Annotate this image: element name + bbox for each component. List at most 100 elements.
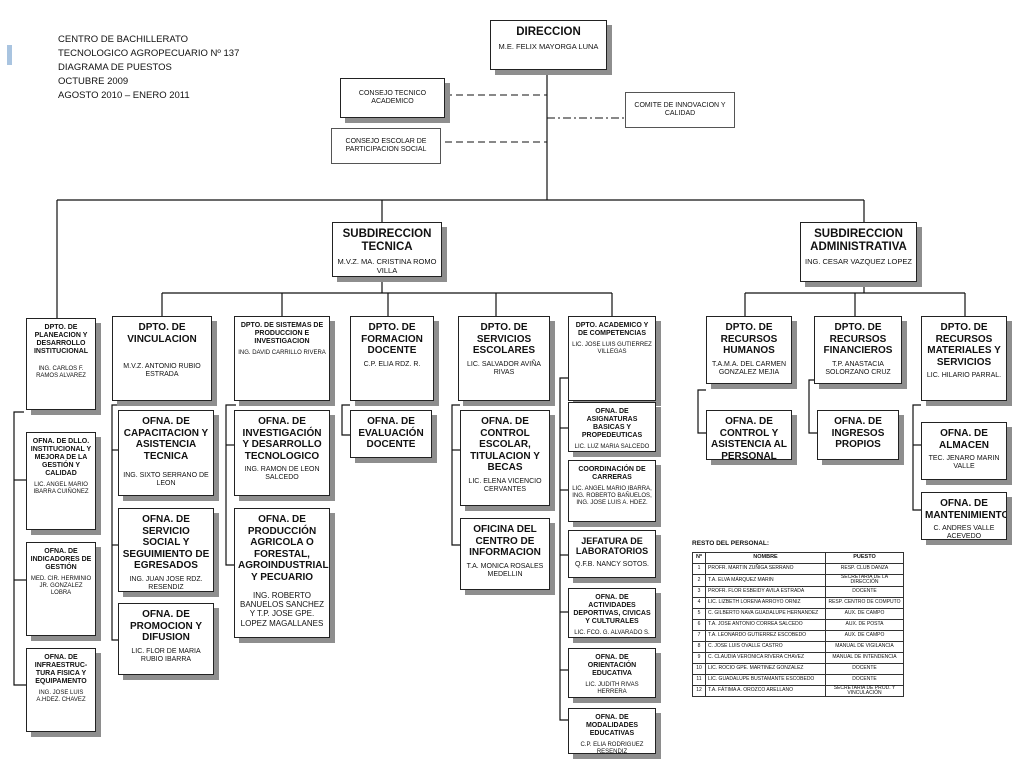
- row-position: AUX. DE CAMPO: [825, 607, 904, 620]
- box-title: OFICINA DEL CENTRO DE INFORMACION: [469, 524, 541, 558]
- box-title: OFNA. DE ASIGNATURAS BASICAS Y PROPEDEUT…: [581, 408, 643, 440]
- row-name: LIC. LIZBETH LORENA ARROYO ORNIZ: [705, 596, 826, 609]
- row-number: 7: [692, 629, 706, 642]
- row-position: SECRETARIA DE PROD. Y VINCULACIÓN: [825, 684, 904, 697]
- box-title: DPTO. DE SISTEMAS DE PRODUCCION E INVEST…: [240, 322, 324, 346]
- table-header-row: Nº NOMBRE PUESTO: [692, 552, 904, 564]
- box-title: OFNA. DE ALMACEN: [939, 428, 989, 451]
- row-number: 1: [692, 563, 706, 575]
- box-title: COORDINACIÓN DE CARRERAS: [578, 466, 646, 482]
- box-name: LIC. ANGEL MARIO IBARRA CUIÑONEZ: [33, 482, 89, 496]
- dept-vinculacion-box: DPTO. DE VINCULACION M.V.Z. ANTONIO RUBI…: [112, 316, 212, 401]
- box-title: OFNA. DE PRODUCCIÓN AGRICOLA O FORESTAL,…: [238, 514, 329, 583]
- box-title: OFNA. DE ACTIVIDADES DEPORTIVAS, CIVICAS…: [573, 594, 651, 626]
- box-name: LIC. FCO. G. ALVARADO S.: [574, 630, 650, 637]
- box-name: LIC. JUDITH RIVAS HERRERA: [585, 682, 639, 696]
- office-box: OFNA. DE ACTIVIDADES DEPORTIVAS, CIVICAS…: [568, 588, 656, 638]
- staff-title: RESTO DEL PERSONAL:: [692, 540, 770, 547]
- box-name: T.P. ANASTACIA SOLORZANO CRUZ: [825, 360, 891, 376]
- box-title: DPTO. ACADEMICO Y DE COMPETENCIAS: [575, 322, 649, 338]
- box-name: MED. CIR. HERMINIO JR. GONZALEZ LOBRA: [30, 576, 92, 596]
- box-title: OFNA. DE MANTENIMIENTO: [925, 498, 1007, 521]
- comite-box: COMITE DE INNOVACION Y CALIDAD: [625, 92, 735, 128]
- row-position: MANUAL DE INTENDENCIA: [825, 651, 904, 664]
- header-line: AGOSTO 2010 – ENERO 2011: [58, 90, 190, 101]
- box-name: ING. CARLOS F. RAMOS ALVAREZ: [36, 366, 86, 380]
- subdireccion-administrativa-box: SUBDIRECCION ADMINISTRATIVA ING. CESAR V…: [800, 222, 917, 282]
- dept-recursos-financieros-box: DPTO. DE RECURSOS FINANCIEROS T.P. ANAST…: [814, 316, 902, 384]
- office-box: OFNA. DE EVALUACIÓN DOCENTE: [350, 410, 432, 458]
- box-name: ING. DAVID CARRILLO RIVERA: [238, 350, 326, 357]
- row-position: SECRETARIA DE LA DIRECCIÓN: [825, 574, 904, 587]
- box-title: SUBDIRECCION TECNICA: [342, 228, 432, 254]
- row-number: 2: [692, 574, 706, 587]
- box-title: OFNA. DE INGRESOS PROPIOS: [831, 416, 885, 450]
- row-name: C. GILBERTO NAVA GUADALUPE HERNANDEZ: [705, 607, 826, 620]
- row-position: MANUAL DE VIGILANCIA: [825, 640, 904, 653]
- box-title: JEFATURA DE LABORATORIOS: [575, 536, 649, 557]
- row-position: RESP. CENTRO DE COMPUTO: [825, 596, 904, 609]
- box-name: LIC. SALVADOR AVIÑA RIVAS: [467, 360, 541, 376]
- dept-recursos-materiales-box: DPTO. DE RECURSOS MATERIALES Y SERVICIOS…: [921, 316, 1007, 401]
- row-name: T.A. JOSE ANTONIO CORREA SALCEDO: [705, 618, 826, 631]
- header-line: TECNOLOGICO AGROPECUARIO Nº 137: [58, 48, 240, 59]
- box-title: DPTO. DE RECURSOS MATERIALES Y SERVICIOS: [927, 322, 1001, 368]
- row-number: 12: [692, 684, 706, 697]
- office-box: OFNA. DE ASIGNATURAS BASICAS Y PROPEDEUT…: [568, 402, 656, 452]
- row-name: LIC. ROCIO GPE. MARTINEZ GONZALEZ: [705, 662, 826, 675]
- box-name: TEC. JENARO MARIN VALLE: [928, 455, 1000, 471]
- row-name: PROFR. MARTIN ZUÑIGA SERRANO: [705, 563, 826, 575]
- box-name: ING. JUAN JOSE RDZ. RESENDIZ: [129, 575, 203, 591]
- dept-sistemas-box: DPTO. DE SISTEMAS DE PRODUCCION E INVEST…: [234, 316, 330, 401]
- box-title: OFNA. DE CAPACITACION Y ASISTENCIA TECNI…: [123, 416, 209, 462]
- column-header: PUESTO: [825, 552, 904, 564]
- office-box: OFNA. DE ALMACEN TEC. JENARO MARIN VALLE: [921, 422, 1007, 480]
- dept-servicios-box: DPTO. DE SERVICIOS ESCOLARES LIC. SALVAD…: [458, 316, 550, 401]
- box-title: OFNA. DE CONTROL Y ASISTENCIA AL PERSONA…: [711, 416, 787, 460]
- row-number: 3: [692, 585, 706, 598]
- box-name: LIC. FLOR DE MARIA RUBIO IBARRA: [131, 647, 201, 663]
- dept-formacion-box: DPTO. DE FORMACION DOCENTE C.P. ELIA RDZ…: [350, 316, 434, 401]
- office-box: OFNA. DE CAPACITACION Y ASISTENCIA TECNI…: [118, 410, 214, 496]
- row-name: C. JOSE LUIS OVALLE CASTRO: [705, 640, 826, 653]
- subdireccion-tecnica-box: SUBDIRECCION TECNICA M.V.Z. MA. CRISTINA…: [332, 222, 442, 277]
- dept-recursos-humanos-box: DPTO. DE RECURSOS HUMANOS T.A.M.A. DEL C…: [706, 316, 792, 384]
- box-name: M.V.Z. MA. CRISTINA ROMO VILLA: [337, 257, 437, 276]
- box-title: OFNA. DE INFRAESTRUC-TURA FISICA Y EQUIP…: [34, 654, 88, 686]
- consejo-tecnico-box: CONSEJO TECNICO ACADEMICO: [340, 78, 445, 118]
- row-number: 8: [692, 640, 706, 653]
- row-number: 5: [692, 607, 706, 620]
- header-line: DIAGRAMA DE PUESTOS: [58, 62, 172, 73]
- box-name: LIC. JOSE LUIS GUTIERREZ VILLEGAS: [572, 342, 652, 355]
- office-box: OFNA. DE ORIENTACIÓN EDUCATIVA LIC. JUDI…: [568, 648, 656, 698]
- box-title: DPTO. DE FORMACION DOCENTE: [361, 322, 423, 356]
- dept-planeacion-box: DPTO. DE PLANEACION Y DESARROLLO INSTITU…: [26, 318, 96, 410]
- office-box: OFNA. DE SERVICIO SOCIAL Y SEGUIMIENTO D…: [118, 508, 214, 592]
- box-name: LIC. HILARIO PARRAL.: [926, 372, 1002, 379]
- row-name: LIC. GUADALUPE BUSTAMANTE ESCOBEDO: [705, 673, 826, 686]
- box-title: OFNA. DE ORIENTACIÓN EDUCATIVA: [587, 654, 637, 678]
- box-title: OFNA. DE DLLO. INSTITUCIONAL Y MEJORA DE…: [30, 438, 92, 478]
- box-title: OFNA. DE EVALUACIÓN DOCENTE: [358, 416, 424, 450]
- row-position: DOCENTE: [825, 673, 904, 686]
- box-name: Q.F.B. NANCY SOTOS.: [574, 560, 650, 568]
- box-title: SUBDIRECCION ADMINISTRATIVA: [810, 228, 907, 254]
- row-number: 10: [692, 662, 706, 675]
- row-name: PROFR. FLOR ESBEIDY AVILA ESTRADA: [705, 585, 826, 598]
- box-name: LIC. ELENA VICENCIO CERVANTES: [468, 477, 542, 493]
- row-number: 9: [692, 651, 706, 664]
- box-name: C. ANDRES VALLE ACEVEDO: [933, 525, 995, 540]
- header-line: OCTUBRE 2009: [58, 76, 129, 87]
- office-box: OFNA. DE PROMOCION Y DIFUSION LIC. FLOR …: [118, 603, 214, 675]
- box-name: ING. RAMON DE LEON SALCEDO: [244, 466, 320, 482]
- office-box: OFNA. DE PRODUCCIÓN AGRICOLA O FORESTAL,…: [234, 508, 330, 638]
- row-position: RESP. CLUB DANZA: [825, 563, 904, 575]
